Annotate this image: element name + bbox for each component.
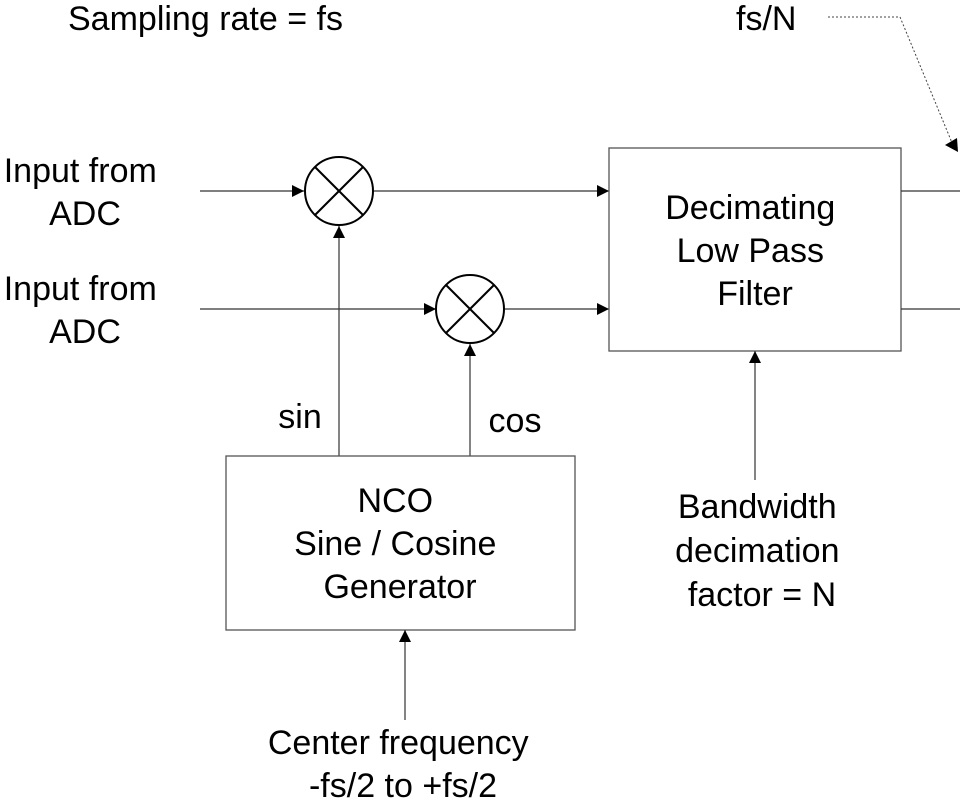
- mixer-2: [435, 274, 505, 344]
- bandwidth-label: Bandwidth decimation factor = N: [675, 488, 849, 614]
- sin-label: sin: [278, 398, 321, 436]
- center-frequency-label: Center frequency -fs/2 to +fs/2: [268, 724, 538, 800]
- input-label-1: Input from ADC: [4, 152, 167, 233]
- filter-label: Decimating Low Pass Filter: [665, 189, 845, 313]
- cos-label: cos: [489, 402, 542, 440]
- decimating-filter-block: [608, 147, 902, 352]
- output-rate-pointer-arrowhead: [945, 138, 958, 152]
- output-rate-label: fs/N: [736, 0, 796, 38]
- mixer-1: [304, 156, 374, 226]
- input-label-2: Input from ADC: [4, 270, 167, 351]
- nco-label: NCO Sine / Cosine Generator: [294, 482, 506, 606]
- sampling-rate-label: Sampling rate = fs: [68, 0, 343, 38]
- nco-block: [225, 455, 576, 631]
- output-rate-pointer: [828, 16, 956, 151]
